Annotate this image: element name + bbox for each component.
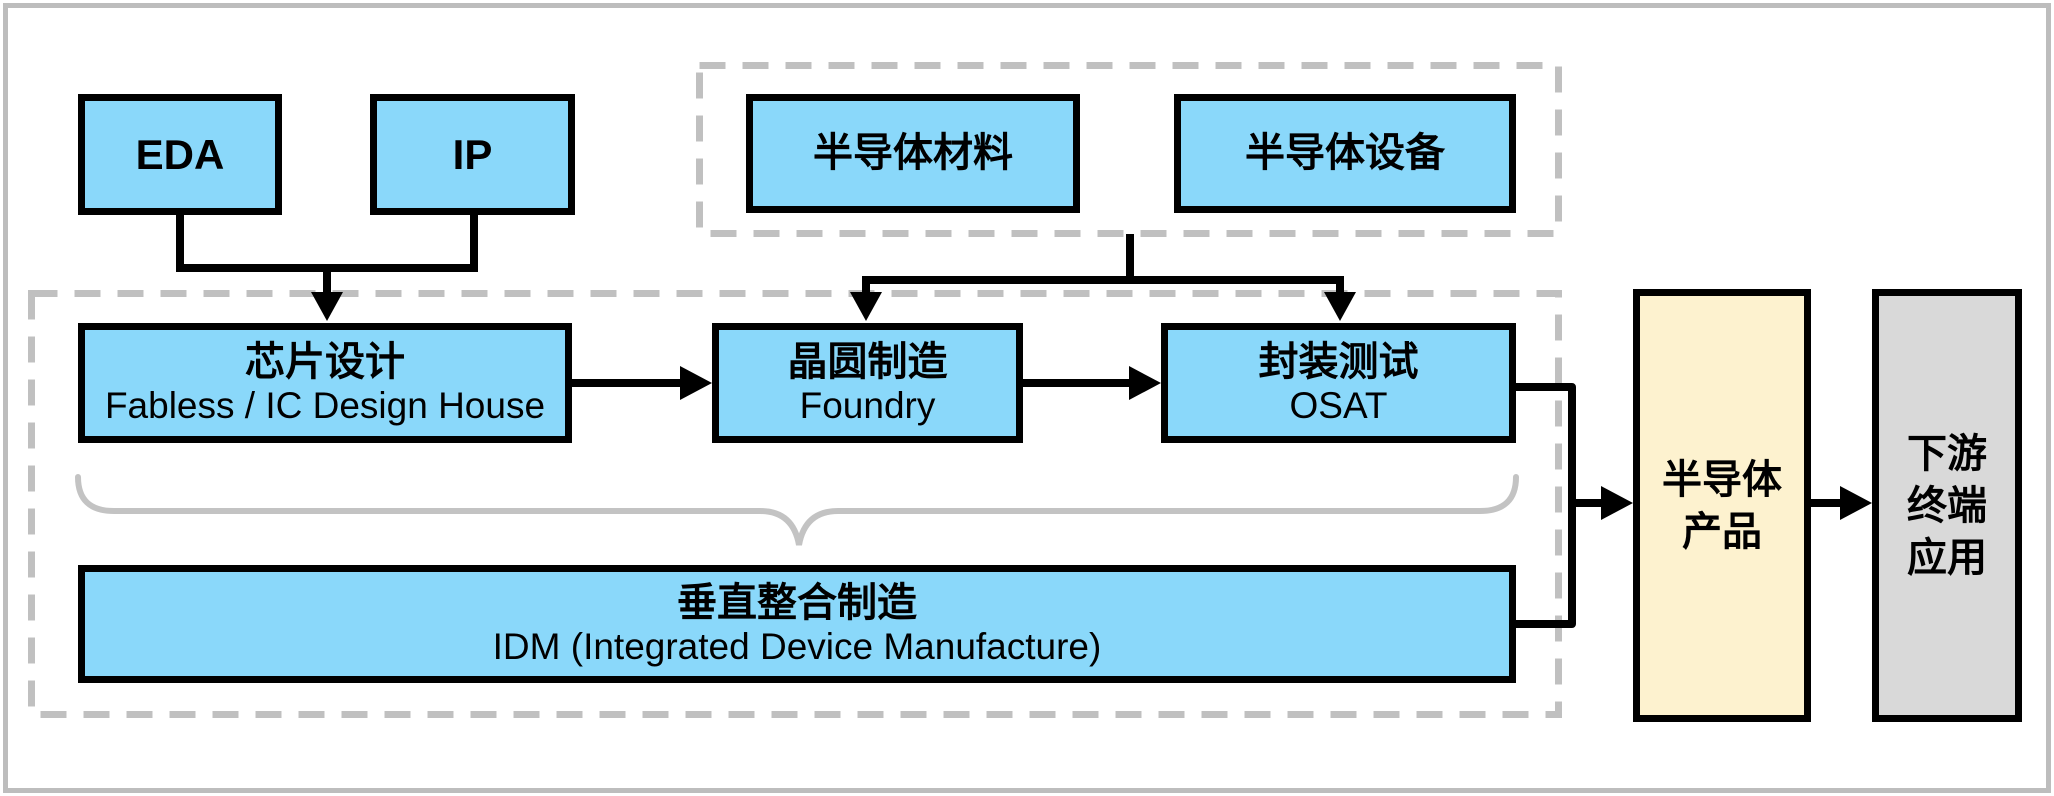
connector-eda-ip-to-design [176, 211, 478, 294]
node-label: 半导体 产品 [1662, 454, 1782, 558]
node-sublabel: Fabless / IC Design House [104, 384, 546, 426]
node-label-line3: 应用 [1907, 535, 1987, 580]
arrowhead-down-foundry [850, 292, 882, 321]
manufacturing-group-dashed-rect [28, 290, 1562, 718]
connector-osat-idm-merge [1510, 383, 1576, 628]
node-semiconductor-product: 半导体 产品 [1633, 289, 1811, 722]
arrowhead-right-product [1601, 486, 1633, 520]
node-ip: IP [370, 94, 575, 215]
arrowhead-right-foundry [680, 366, 712, 400]
node-label: 垂直整合制造 [677, 580, 917, 625]
node-idm: 垂直整合制造 IDM (Integrated Device Manufactur… [78, 565, 1516, 683]
arrowhead-down-osat [1324, 292, 1356, 321]
node-chip-design: 芯片设计 Fabless / IC Design House [78, 323, 572, 443]
node-label: 晶圆制造 [787, 339, 948, 384]
connector-upstream-split [862, 234, 1344, 296]
node-label: 封装测试 [1258, 339, 1419, 384]
node-label: 半导体材料 [813, 131, 1013, 176]
group-brace [75, 474, 1519, 546]
node-sublabel: IDM (Integrated Device Manufacture) [492, 625, 1102, 667]
node-label: EDA [135, 130, 225, 178]
node-downstream-end-applications: 下游 终端 应用 [1872, 289, 2022, 722]
node-label: IP [452, 130, 493, 178]
node-semiconductor-equipment: 半导体设备 [1174, 94, 1516, 213]
node-label-line1: 下游 [1907, 431, 1987, 476]
node-package-test: 封装测试 OSAT [1161, 323, 1516, 443]
arrowhead-right-downstream [1840, 486, 1872, 520]
node-label-line2: 终端 [1907, 483, 1987, 528]
arrowhead-right-osat [1129, 366, 1161, 400]
node-label-line1: 半导体 [1662, 457, 1782, 502]
node-label: 芯片设计 [245, 339, 405, 384]
node-sublabel: OSAT [1289, 384, 1388, 426]
node-label-line2: 产品 [1682, 509, 1762, 554]
node-eda: EDA [78, 94, 282, 215]
node-sublabel: Foundry [799, 384, 936, 426]
node-label: 下游 终端 应用 [1907, 428, 1987, 584]
arrowhead-down-design [311, 292, 343, 321]
node-wafer-fabrication: 晶圆制造 Foundry [712, 323, 1023, 443]
node-label: 半导体设备 [1245, 131, 1445, 176]
node-semiconductor-materials: 半导体材料 [746, 94, 1080, 213]
